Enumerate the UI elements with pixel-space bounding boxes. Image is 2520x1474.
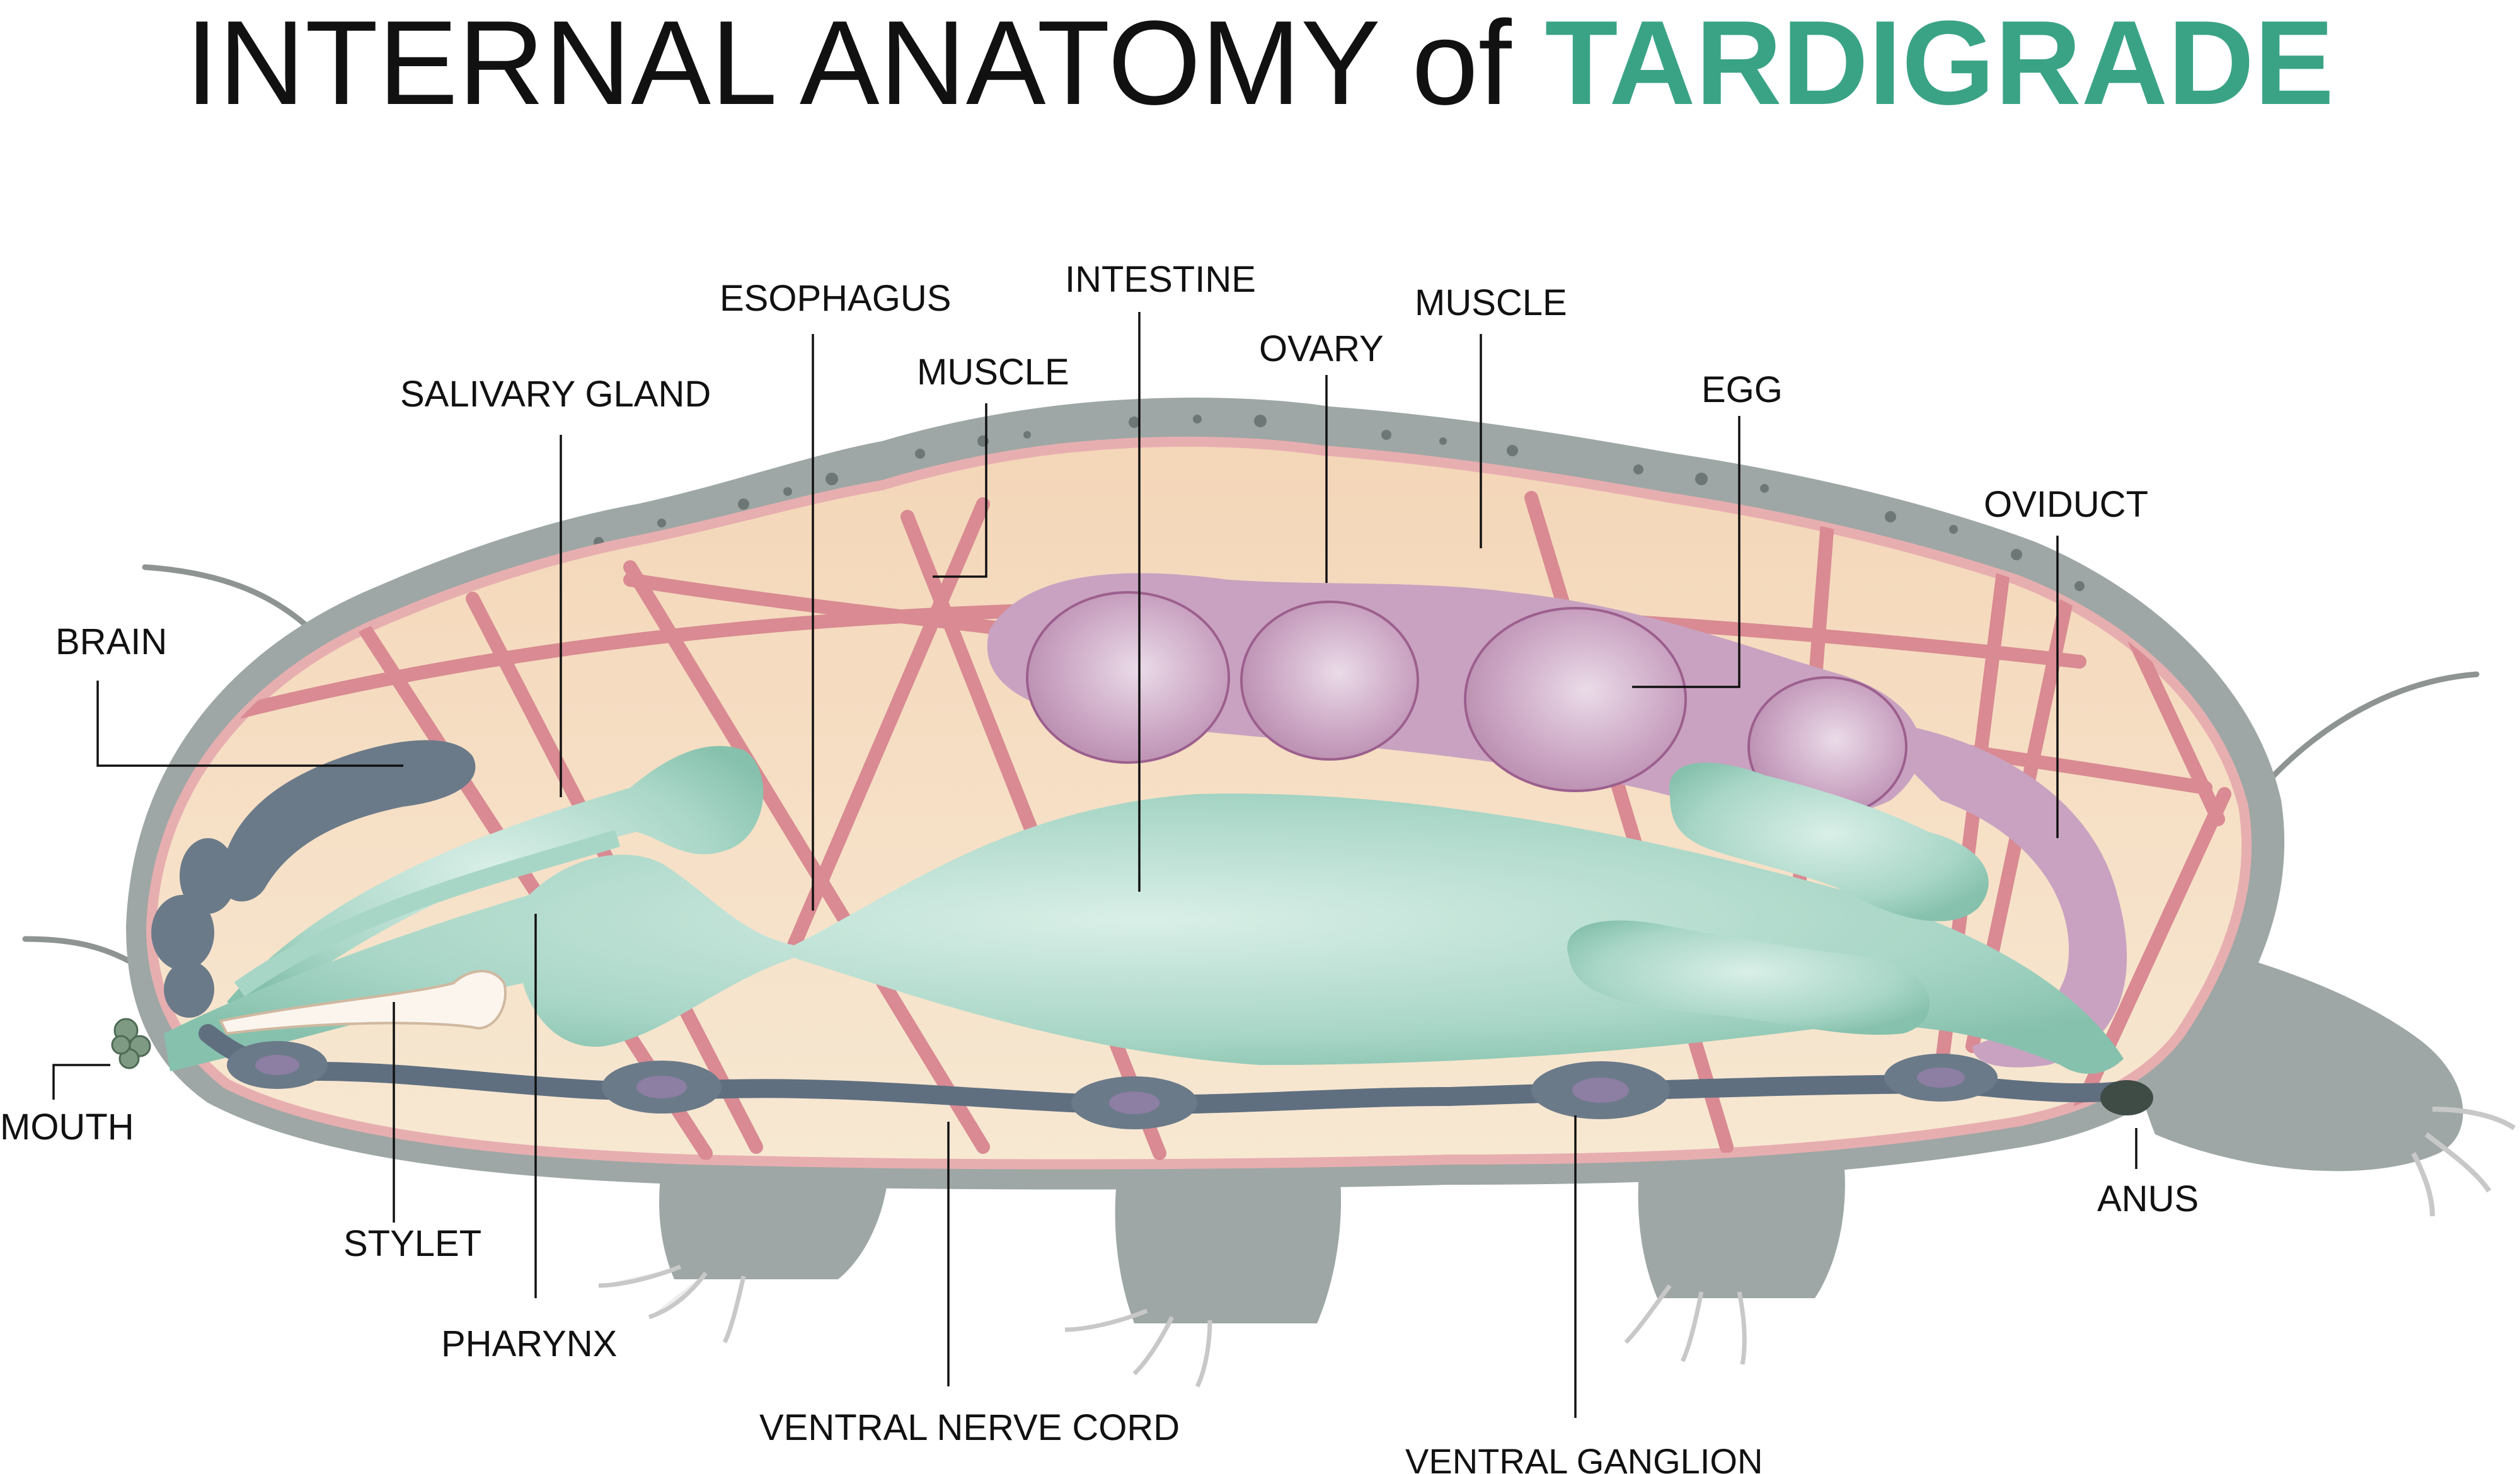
label-brain: BRAIN	[55, 621, 167, 662]
egg-3	[1464, 607, 1687, 792]
label-esophagus: ESOPHAGUS	[720, 278, 951, 319]
reproductive-system	[987, 573, 2127, 1068]
anus	[2100, 1080, 2153, 1115]
label-ovary: OVARY	[1259, 328, 1384, 369]
label-ventral-ganglion: VENTRAL GANGLION	[1405, 1441, 1763, 1474]
salivary-duct	[234, 829, 621, 997]
label-oviduct: OVIDUCT	[1984, 484, 2148, 525]
egg-1	[1026, 591, 1230, 764]
diagram-title: INTERNAL ANATOMY of TARDIGRADE	[185, 0, 2334, 130]
label-muscle-front: MUSCLE	[917, 352, 1069, 393]
title-part-1: INTERNAL ANATOMY of	[185, 0, 1545, 130]
label-muscle-back: MUSCLE	[1415, 282, 1567, 323]
label-egg: EGG	[1701, 369, 1783, 410]
mouth	[111, 1018, 151, 1069]
ovary	[987, 573, 1921, 817]
label-mouth: MOUTH	[0, 1107, 134, 1148]
label-ventral-nerve-cord: VENTRAL NERVE CORD	[759, 1407, 1180, 1448]
ventral-nerve-system	[198, 1024, 2133, 1129]
label-stylet: STYLET	[343, 1223, 481, 1264]
cuticle-texture	[594, 415, 2085, 591]
digestive-system	[164, 746, 2124, 1074]
salivary-gland	[227, 746, 764, 1021]
leader-lines	[52, 312, 2137, 1418]
intestine-lobe-lower	[1567, 920, 1930, 1035]
label-salivary-gland: SALIVARY GLAND	[400, 374, 711, 415]
stylet	[219, 970, 507, 1035]
brain	[151, 740, 476, 1018]
label-intestine: INTESTINE	[1065, 259, 1256, 300]
intestine-lobe-upper	[1669, 763, 1989, 921]
title-part-2: TARDIGRADE	[1545, 0, 2334, 130]
oviduct	[1859, 718, 2127, 1068]
label-anus: ANUS	[2097, 1178, 2199, 1219]
label-pharynx: PHARYNX	[441, 1323, 617, 1364]
leg-2	[1064, 1147, 1342, 1388]
egg-2	[1240, 601, 1419, 761]
